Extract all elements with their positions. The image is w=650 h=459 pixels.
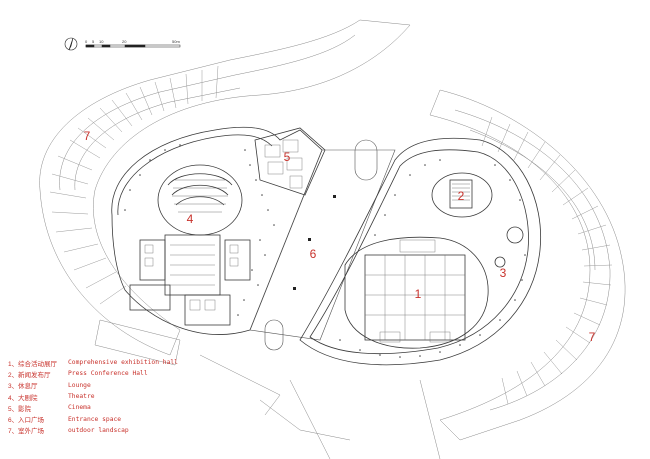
scale-label-50: 50m <box>172 39 180 44</box>
legend-chinese: 入口广场 <box>18 416 44 425</box>
legend-english: Comprehensive exhibition hall <box>68 359 178 367</box>
zone-label-6: 6 <box>309 247 317 261</box>
scale-label-20: 20 <box>122 39 127 44</box>
legend-number: 4、 <box>8 394 19 402</box>
legend-item: 5、 影院 Cinema <box>8 402 238 413</box>
legend-item: 3、 休息厅 Lounge <box>8 380 238 391</box>
legend-item: 4、 大剧院 Theatre <box>8 391 238 402</box>
legend-number: 3、 <box>8 383 19 391</box>
outdoor-landscape-right <box>429 89 626 441</box>
scale-bar <box>85 44 181 48</box>
legend-chinese: 影院 <box>18 404 31 413</box>
legend-number: 6、 <box>8 417 19 425</box>
exhibition-hall <box>344 236 489 349</box>
legend-chinese: 休息厅 <box>18 382 38 391</box>
legend-english: Cinema <box>68 404 91 412</box>
legend-english: outdoor landscap <box>68 426 129 434</box>
legend-number: 7、 <box>8 428 19 436</box>
legend-english: Lounge <box>68 381 91 389</box>
zone-label-7-right: 7 <box>588 330 596 344</box>
right-building-outline <box>299 137 542 366</box>
legend-number: 1、 <box>8 360 19 368</box>
north-arrow <box>64 37 78 51</box>
press-conference-hall <box>431 172 493 218</box>
zone-label-7-left: 7 <box>83 129 91 143</box>
entrance-space <box>249 149 396 341</box>
legend-chinese: 室外广场 <box>18 427 44 436</box>
legend-number: 2、 <box>8 371 19 379</box>
legend-item: 2、 新闻发布厅 Press Conference Hall <box>8 368 238 379</box>
zone-label-5: 5 <box>283 150 291 164</box>
zone-label-2: 2 <box>457 189 465 203</box>
legend-english: Press Conference Hall <box>68 370 148 378</box>
legend-number: 5、 <box>8 405 19 413</box>
legend-item: 7、 室外广场 outdoor landscap <box>8 425 238 436</box>
cinema-block <box>254 127 326 196</box>
left-building-outline <box>111 126 323 335</box>
legend-chinese: 大剧院 <box>18 393 38 402</box>
legend-english: Theatre <box>68 393 95 401</box>
scale-label-5: 5 <box>92 39 95 44</box>
legend-item: 6、 入口广场 Entrance space <box>8 413 238 425</box>
outdoor-landscape-left <box>39 19 411 356</box>
legend-english: Entrance space <box>68 415 122 423</box>
scale-label-10: 10 <box>99 39 104 44</box>
scale-label-0: 0 <box>85 39 88 44</box>
zone-label-4: 4 <box>186 212 194 226</box>
legend-chinese: 新闻发布厅 <box>18 370 51 379</box>
theatre-hall <box>157 164 243 236</box>
legend-item: 1、 综合活动展厅 Comprehensive exhibition hall <box>8 357 238 368</box>
legend-chinese: 综合活动展厅 <box>18 359 57 368</box>
legend: 1、 综合活动展厅 Comprehensive exhibition hall … <box>8 357 238 436</box>
zone-label-1: 1 <box>414 287 422 301</box>
zone-label-3: 3 <box>499 266 507 280</box>
